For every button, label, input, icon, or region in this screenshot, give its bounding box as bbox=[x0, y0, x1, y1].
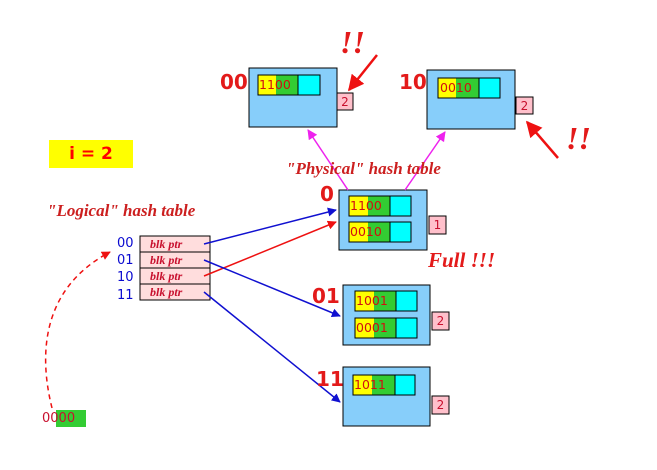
arrow-01-to-bucket-01 bbox=[203, 259, 341, 318]
bucket-11-label: 11 bbox=[316, 367, 344, 391]
bucket-10-depth: 2 bbox=[520, 99, 529, 113]
bucket-0-record-2: 0010 bbox=[350, 224, 382, 239]
bucket-01-record-1: 1001 bbox=[356, 293, 388, 308]
bucket-10-record-1: 0010 bbox=[440, 80, 472, 95]
search-key: 0000 bbox=[42, 411, 76, 426]
physical-table-title: "Physical" hash table bbox=[286, 159, 441, 178]
bucket-01-slot-2 bbox=[354, 317, 418, 339]
bucket-10-slot-1 bbox=[437, 77, 501, 99]
search-key-highlight bbox=[56, 410, 86, 427]
bucket-0-depth-box bbox=[428, 215, 447, 235]
ptr-text-01: blk ptr bbox=[150, 253, 183, 267]
bucket-01-depth-box bbox=[431, 311, 450, 331]
ptr-text-00: blk ptr bbox=[150, 237, 183, 251]
ptr-cell-11 bbox=[139, 283, 211, 301]
alert-arrow-bucket-00 bbox=[348, 54, 378, 92]
logical-index-00: 00 bbox=[117, 236, 134, 251]
alert-exclamation-top: !! bbox=[340, 24, 365, 60]
global-depth-badge: i = 2 bbox=[49, 140, 133, 168]
bucket-0-depth: 1 bbox=[433, 218, 442, 232]
logical-index-01: 01 bbox=[117, 253, 134, 268]
split-arrow-to-bucket-10 bbox=[404, 131, 446, 191]
alert-exclamation-right: !! bbox=[566, 120, 591, 156]
alert-arrow-bucket-10 bbox=[525, 120, 559, 159]
bucket-00-record-1: 1100 bbox=[259, 77, 291, 92]
bucket-full-note: Full !!! bbox=[428, 248, 496, 272]
logical-index-11: 11 bbox=[117, 288, 134, 303]
bucket-01-record-2: 0001 bbox=[356, 320, 388, 335]
bucket-01-depth: 2 bbox=[436, 314, 445, 328]
lookup-dashed-arrow bbox=[44, 251, 111, 409]
bucket-00-slot-1 bbox=[257, 74, 321, 96]
bucket-11-record-1: 1011 bbox=[354, 377, 386, 392]
split-arrow-to-bucket-00 bbox=[307, 129, 349, 191]
bucket-10-label: 10 bbox=[399, 70, 427, 94]
bucket-11-depth: 2 bbox=[436, 398, 445, 412]
bucket-00-label: 00 bbox=[220, 70, 248, 94]
arrow-00-to-bucket-0 bbox=[203, 207, 337, 245]
bucket-0-slot-1 bbox=[348, 195, 412, 217]
ptr-text-10: blk ptr bbox=[150, 269, 183, 283]
arrow-11-to-bucket-11 bbox=[203, 291, 341, 403]
bucket-0-slot-2 bbox=[348, 221, 412, 243]
bucket-0-label: 0 bbox=[320, 182, 334, 206]
bucket-01-slot-1 bbox=[354, 290, 418, 312]
bucket-01-label: 01 bbox=[312, 284, 340, 308]
bucket-11-depth-box bbox=[431, 395, 450, 415]
bucket-00-depth: 2 bbox=[341, 95, 349, 109]
arrow-10-to-bucket-0 bbox=[203, 220, 337, 277]
bucket-11-slot-1 bbox=[352, 374, 416, 396]
logical-table-title: "Logical" hash table bbox=[47, 201, 196, 220]
bucket-0-record-1: 1100 bbox=[350, 198, 382, 213]
logical-index-10: 10 bbox=[117, 270, 134, 285]
bucket-10-depth-box bbox=[515, 96, 534, 115]
ptr-text-11: blk ptr bbox=[150, 285, 183, 299]
bucket-00-depth-box bbox=[336, 92, 354, 111]
